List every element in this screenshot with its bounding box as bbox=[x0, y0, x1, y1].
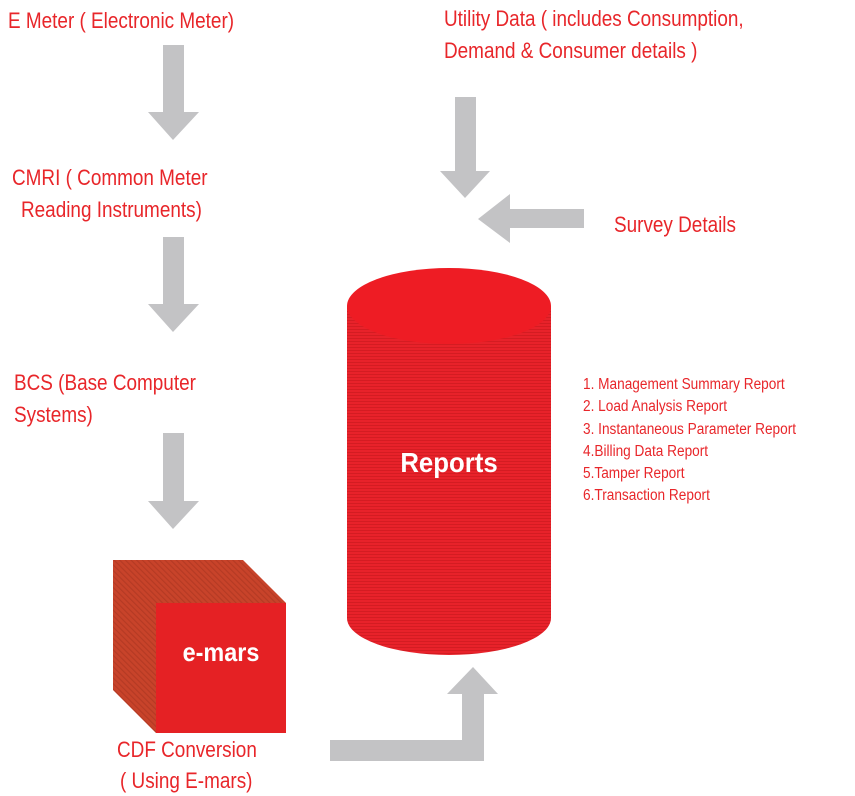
arrow-cmri-to-bcs bbox=[148, 237, 199, 332]
report-item: 4.Billing Data Report bbox=[583, 442, 709, 460]
arrow-bcs-to-emars bbox=[148, 433, 199, 529]
survey-details-label: Survey Details bbox=[614, 212, 736, 237]
cdf-label-line2: ( Using E-mars) bbox=[120, 768, 253, 793]
cmri-label-line1: CMRI ( Common Meter bbox=[12, 165, 208, 190]
report-item: 6.Transaction Report bbox=[583, 487, 710, 505]
utility-data-label-line2: Demand & Consumer details ) bbox=[444, 38, 698, 63]
cmri-label-line2: Reading Instruments) bbox=[21, 197, 202, 222]
emars-title: e-mars bbox=[182, 637, 260, 667]
cdf-label-line1: CDF Conversion bbox=[117, 737, 257, 762]
report-item: 1. Management Summary Report bbox=[583, 376, 785, 393]
emars-box bbox=[113, 560, 286, 733]
bcs-label-line2: Systems) bbox=[14, 402, 93, 427]
arrow-utility-to-reports bbox=[440, 97, 490, 198]
reports-title: Reports bbox=[400, 447, 498, 478]
bcs-label-line1: BCS (Base Computer bbox=[14, 370, 196, 395]
e-meter-label: E Meter ( Electronic Meter) bbox=[8, 8, 235, 33]
arrow-emeter-to-cmri bbox=[148, 45, 199, 140]
report-item: 5.Tamper Report bbox=[583, 465, 685, 483]
report-item: 2. Load Analysis Report bbox=[583, 398, 728, 416]
report-item: 3. Instantaneous Parameter Report bbox=[583, 420, 797, 438]
utility-data-label-line1: Utility Data ( includes Consumption, bbox=[444, 6, 744, 31]
report-list: 1. Management Summary Report 2. Load Ana… bbox=[583, 374, 796, 508]
reports-cylinder bbox=[347, 268, 551, 655]
arrow-survey-to-reports bbox=[478, 194, 584, 243]
arrow-cdf-to-reports bbox=[330, 667, 498, 761]
